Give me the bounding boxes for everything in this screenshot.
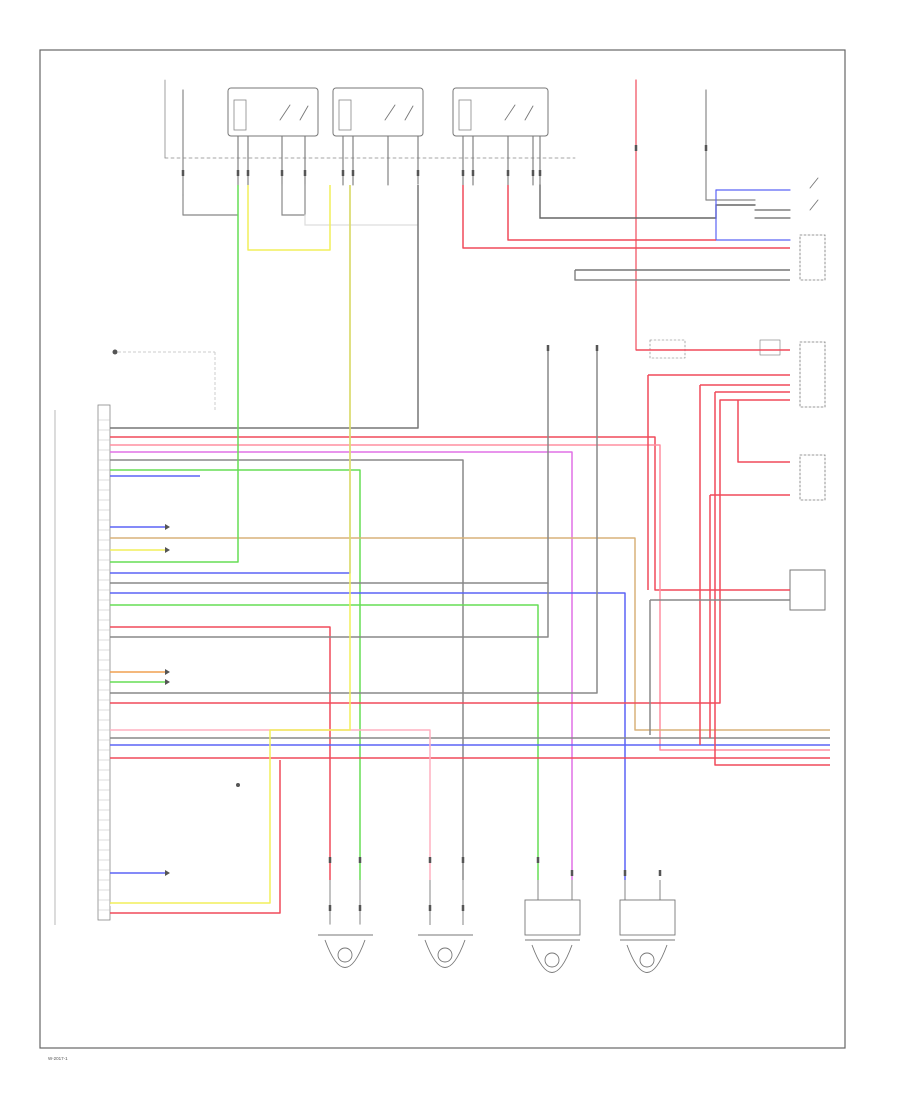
right-rear-speaker: [418, 880, 473, 968]
relay-3-box: [452, 87, 549, 137]
top-power-section: [164, 79, 826, 611]
connector-marks: [181, 145, 708, 911]
relay-2-box: [332, 87, 424, 137]
diagram-frame: [39, 49, 846, 1049]
wiring-harness: [110, 185, 830, 914]
left-front-speaker: [524, 880, 581, 973]
arrow-icons: [165, 524, 240, 876]
page-reference: W-2017-1: [48, 1056, 68, 1061]
control-module-box: [97, 404, 111, 921]
relay-1-box: [227, 87, 319, 137]
speakers: [317, 880, 676, 976]
left-rear-speaker: [317, 880, 374, 976]
control-module: [54, 349, 216, 925]
right-front-speaker: [619, 880, 676, 973]
door-switch: [779, 174, 826, 231]
